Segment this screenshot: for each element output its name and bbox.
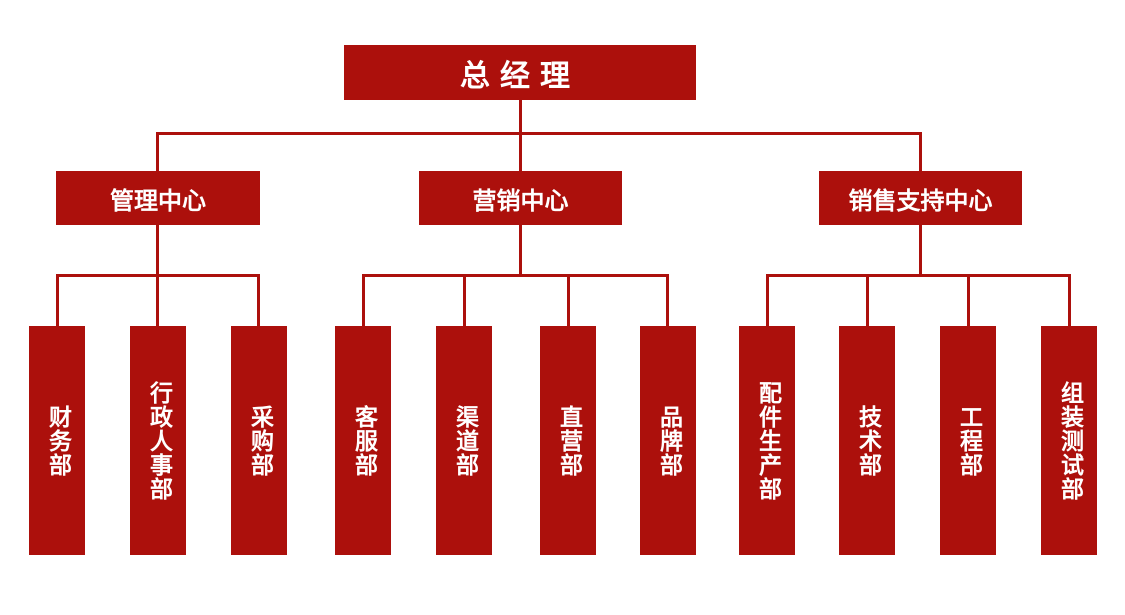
center-label: 管理中心 bbox=[110, 186, 206, 215]
department-label: 采购部 bbox=[246, 404, 273, 477]
general-manager-node: 总经理 bbox=[344, 45, 696, 100]
connector-dept-3-2 bbox=[866, 274, 869, 327]
department-label: 配件生产部 bbox=[754, 380, 781, 501]
connector-center-3-down bbox=[919, 224, 922, 276]
connector-dept-1-1 bbox=[56, 274, 59, 327]
center-node-marketing: 营销中心 bbox=[419, 171, 622, 225]
connector-to-center-3 bbox=[919, 132, 922, 172]
department-label: 行政人事部 bbox=[145, 380, 172, 501]
connector-dept-1-2 bbox=[156, 274, 159, 327]
center-node-sales-support: 销售支持中心 bbox=[819, 171, 1022, 225]
connector-center-3-bar bbox=[766, 274, 1071, 277]
department-node-brand: 品牌部 bbox=[640, 326, 696, 555]
connector-dept-3-3 bbox=[967, 274, 970, 327]
department-node-direct-sales: 直营部 bbox=[540, 326, 596, 555]
department-node-channel: 渠道部 bbox=[436, 326, 492, 555]
general-manager-label: 总经理 bbox=[460, 58, 580, 94]
department-label: 技术部 bbox=[854, 404, 881, 477]
department-node-technology: 技术部 bbox=[839, 326, 895, 555]
connector-dept-3-1 bbox=[766, 274, 769, 327]
connector-dept-3-4 bbox=[1068, 274, 1071, 327]
department-node-engineering: 工程部 bbox=[940, 326, 996, 555]
connector-center-2-bar bbox=[362, 274, 669, 277]
connector-level1-bar bbox=[156, 132, 922, 135]
connector-center-1-down bbox=[156, 224, 159, 276]
connector-dept-2-4 bbox=[666, 274, 669, 327]
department-label: 财务部 bbox=[44, 404, 71, 477]
connector-to-center-2 bbox=[519, 132, 522, 172]
department-label: 工程部 bbox=[955, 404, 982, 477]
department-label: 渠道部 bbox=[451, 404, 478, 477]
center-label: 销售支持中心 bbox=[848, 186, 993, 215]
department-node-procurement: 采购部 bbox=[231, 326, 287, 555]
department-label: 直营部 bbox=[555, 404, 582, 477]
connector-dept-2-3 bbox=[567, 274, 570, 327]
connector-dept-2-2 bbox=[463, 274, 466, 327]
department-node-assembly-testing: 组装测试部 bbox=[1041, 326, 1097, 555]
connector-dept-2-1 bbox=[362, 274, 365, 327]
department-label: 品牌部 bbox=[655, 404, 682, 477]
center-node-management: 管理中心 bbox=[56, 171, 260, 225]
department-label: 客服部 bbox=[350, 404, 377, 477]
department-node-customer-service: 客服部 bbox=[335, 326, 391, 555]
department-node-parts-production: 配件生产部 bbox=[739, 326, 795, 555]
department-node-finance: 财务部 bbox=[29, 326, 85, 555]
department-node-admin-hr: 行政人事部 bbox=[130, 326, 186, 555]
department-label: 组装测试部 bbox=[1056, 380, 1083, 501]
connector-to-center-1 bbox=[156, 132, 159, 172]
connector-root-down bbox=[519, 99, 522, 134]
connector-center-2-down bbox=[519, 224, 522, 276]
center-label: 营销中心 bbox=[472, 186, 569, 215]
connector-dept-1-3 bbox=[257, 274, 260, 327]
